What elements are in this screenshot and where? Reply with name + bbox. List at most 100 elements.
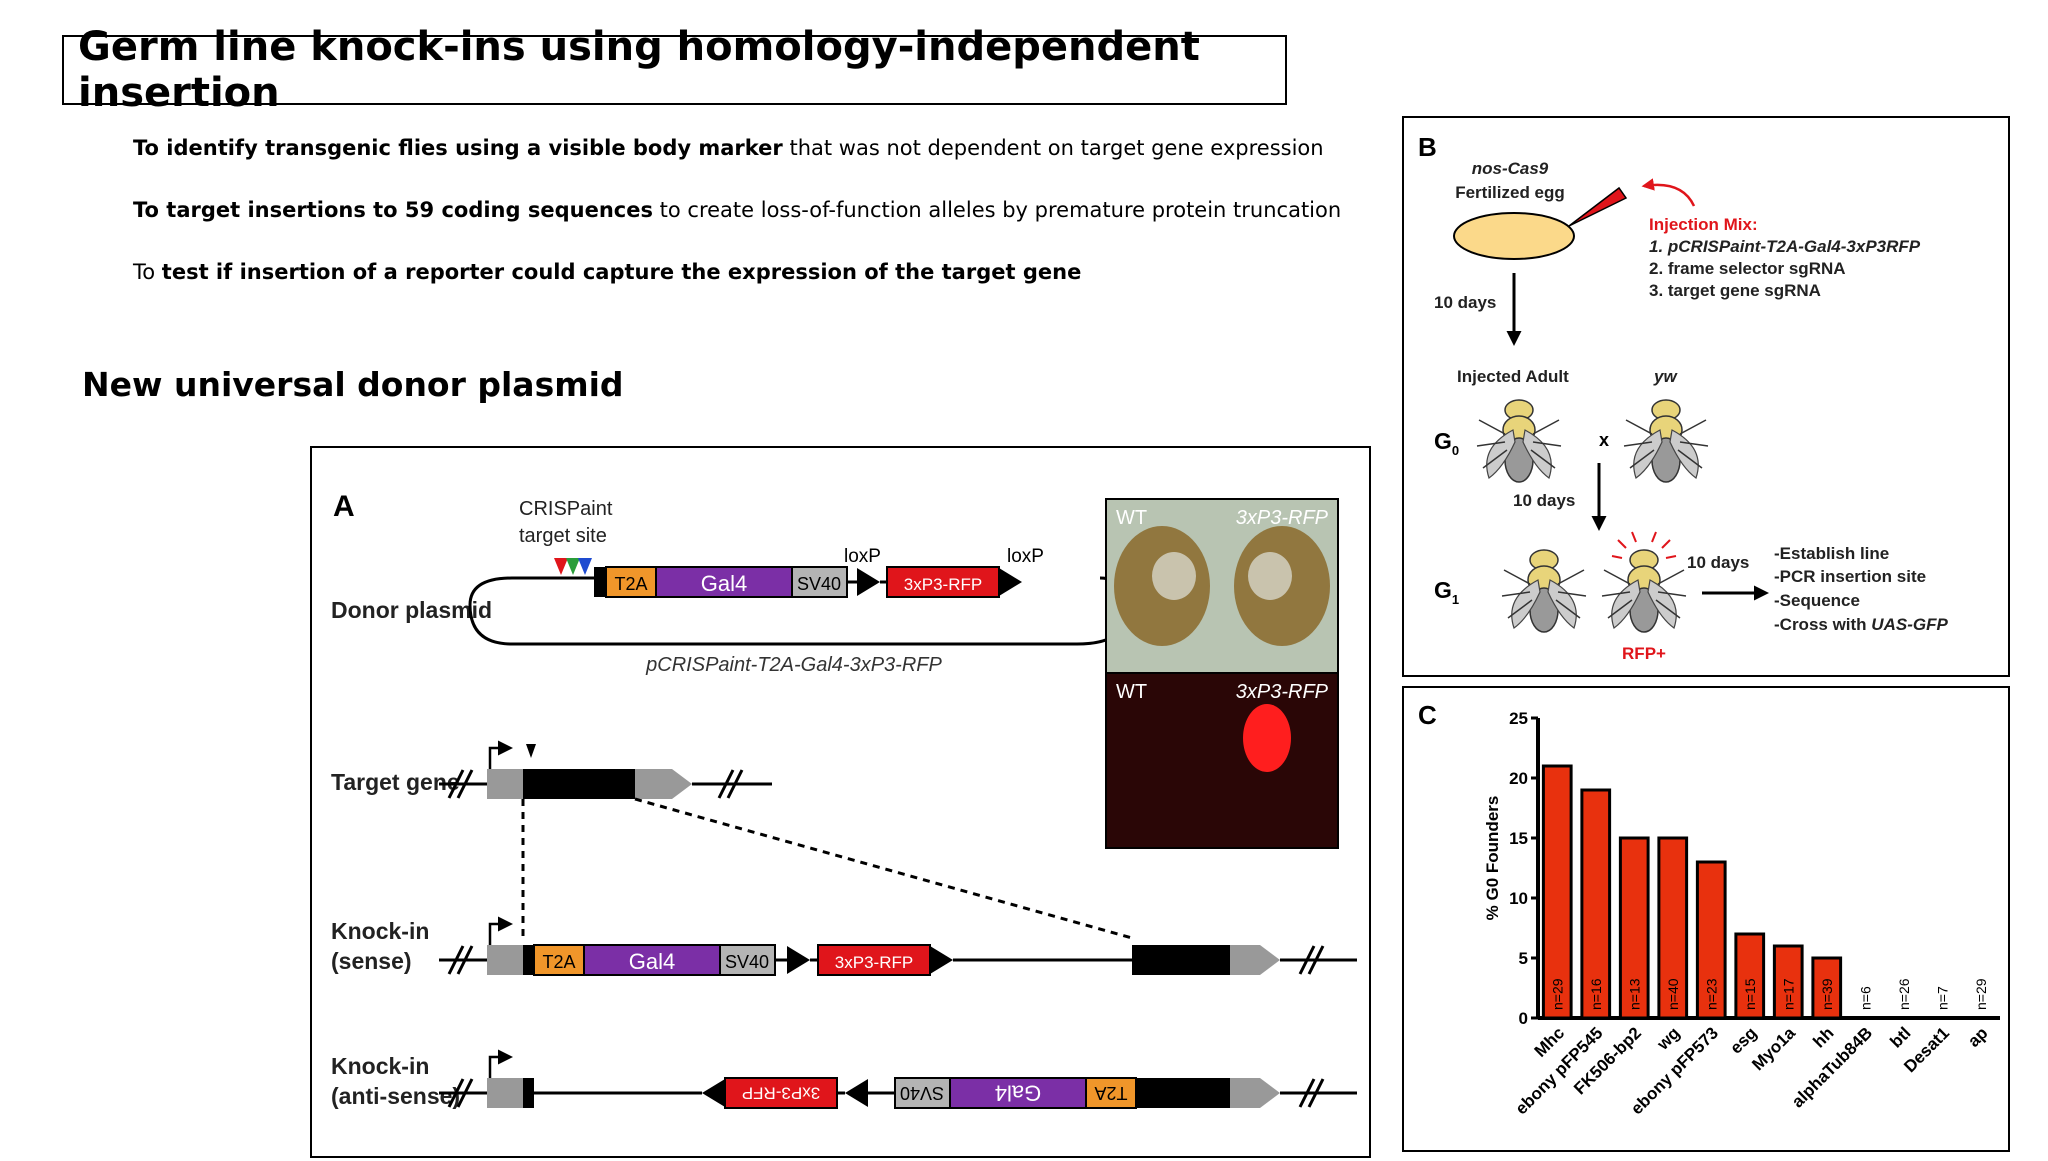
loxp-site-icon bbox=[930, 946, 953, 974]
insertion-guide bbox=[634, 797, 1133, 940]
cross-symbol: x bbox=[1599, 430, 1609, 450]
egg-label-1: nos-Cas9 bbox=[1472, 159, 1549, 178]
g0-founders-chart: C % G0 Founders 0510152025n=29Mhcn=16ebo… bbox=[1418, 700, 2000, 1118]
loxp-site-icon bbox=[999, 568, 1022, 596]
junction-block bbox=[594, 567, 605, 597]
section-heading: New universal donor plasmid bbox=[82, 365, 624, 404]
sv40-module bbox=[719, 944, 776, 976]
injection-arrow bbox=[1641, 178, 1696, 207]
loxp-site-icon bbox=[845, 1079, 868, 1107]
injection-mix-item-2: 2. frame selector sgRNA bbox=[1649, 259, 1846, 278]
t2a-label: T2A bbox=[614, 574, 647, 594]
y-axis-label: % G0 Founders bbox=[1483, 796, 1502, 921]
gal4-label: Gal4 bbox=[629, 949, 675, 974]
knockin-sense-label-1: Knock-in bbox=[331, 918, 429, 944]
injected-adult-label: Injected Adult bbox=[1457, 367, 1569, 386]
bar bbox=[1618, 836, 1650, 1020]
bar bbox=[1657, 836, 1689, 1020]
plasmid-name: pCRISPaint-T2A-Gal4-3xP3-RFP bbox=[645, 654, 942, 676]
target-site-blue-icon bbox=[578, 558, 592, 575]
panel-a-figure: A CRISPaint target site Donor plasmid T2… bbox=[331, 490, 1357, 1109]
fly-icon bbox=[1623, 399, 1709, 483]
rfp-label: 3xP3-RFP bbox=[742, 1084, 820, 1103]
category-label: btl bbox=[1886, 1023, 1914, 1051]
photo-fluorescence bbox=[1105, 672, 1339, 849]
y-tick-label: 25 bbox=[1509, 709, 1528, 728]
promoter-arrow-icon bbox=[488, 740, 513, 769]
promoter-arrow-icon bbox=[488, 916, 513, 945]
g1-label: G1 bbox=[1434, 577, 1459, 607]
loxp-label-2: loxP bbox=[1007, 546, 1044, 567]
rfp-label: 3xP3-RFP bbox=[835, 953, 913, 972]
photo-wt-label-2: WT bbox=[1116, 681, 1147, 703]
sv40-label: SV40 bbox=[797, 574, 841, 594]
gal4-label: Gal4 bbox=[995, 1081, 1041, 1106]
panel-a: A CRISPaint target site Donor plasmid T2… bbox=[310, 446, 1371, 1158]
panel-b-letter: B bbox=[1418, 132, 1437, 162]
panel-b-figure: B nos-Cas9 Fertilized egg Injection Mix:… bbox=[1418, 132, 1948, 663]
injection-mix-item-3: 3. target gene sgRNA bbox=[1649, 281, 1821, 300]
gal4-label: Gal4 bbox=[701, 571, 747, 596]
slide-title: Germ line knock-ins using homology-indep… bbox=[62, 24, 1287, 116]
fly-icon bbox=[1501, 549, 1587, 633]
rfp-glow-icon bbox=[1611, 531, 1677, 559]
loxp-site-icon bbox=[702, 1079, 725, 1107]
coding-exon bbox=[523, 769, 635, 799]
bar bbox=[1811, 956, 1843, 1020]
crispaint-label-1: CRISPaint bbox=[519, 498, 613, 520]
y-tick-label: 0 bbox=[1519, 1009, 1528, 1028]
outcome-4: -Cross with UAS-GFP bbox=[1774, 615, 1948, 634]
bullet-1: To identify transgenic flies using a vis… bbox=[133, 136, 1324, 160]
bar bbox=[1772, 944, 1804, 1020]
category-label: wg bbox=[1653, 1023, 1684, 1054]
bar bbox=[1734, 932, 1766, 1020]
injection-mix-title: Injection Mix: bbox=[1649, 215, 1758, 234]
knockin-antisense-label-1: Knock-in bbox=[331, 1053, 429, 1079]
panel-a-letter: A bbox=[333, 490, 355, 523]
n-label: n=7 bbox=[1934, 986, 1950, 1010]
bar bbox=[1695, 860, 1727, 1020]
loxp-site-icon bbox=[857, 568, 880, 596]
outcome-2: -PCR insertion site bbox=[1774, 567, 1926, 586]
sv40-label: SV40 bbox=[725, 952, 769, 972]
target-site-red-icon bbox=[554, 558, 568, 575]
promoter-arrow-icon bbox=[488, 1049, 513, 1078]
target-gene-label: Target gene bbox=[331, 769, 460, 795]
y-tick-label: 10 bbox=[1509, 889, 1528, 908]
y-tick-label: 15 bbox=[1509, 829, 1528, 848]
n-label: n=39 bbox=[1819, 978, 1835, 1010]
n-label: n=6 bbox=[1857, 986, 1873, 1010]
yw-label: yw bbox=[1653, 367, 1678, 386]
fertilized-egg bbox=[1453, 212, 1575, 260]
gal4-module bbox=[655, 566, 793, 598]
n-label: n=16 bbox=[1588, 978, 1604, 1010]
photo-rfp-label-1: 3xP3-RFP bbox=[1236, 507, 1329, 529]
sv40-label: SV40 bbox=[900, 1083, 944, 1103]
rfp-label: 3xP3-RFP bbox=[904, 575, 982, 594]
rfp-plus-label: RFP+ bbox=[1622, 644, 1666, 663]
rfp-module bbox=[886, 566, 1000, 598]
category-label: ap bbox=[1964, 1023, 1991, 1050]
crispaint-label-2: target site bbox=[519, 525, 607, 547]
rfp-eye-signal bbox=[1243, 704, 1291, 772]
panel-c-letter: C bbox=[1418, 700, 1437, 730]
knockin-sense-label-2: (sense) bbox=[331, 948, 412, 974]
sv40-module bbox=[791, 566, 848, 598]
n-label: n=40 bbox=[1665, 978, 1681, 1010]
fly-icon-rfp bbox=[1601, 549, 1687, 633]
utr-exon-3prime bbox=[635, 769, 692, 799]
g0-label: G0 bbox=[1434, 428, 1459, 458]
loxp-site-icon bbox=[787, 946, 810, 974]
n-label: n=29 bbox=[1973, 978, 1989, 1010]
t2a-label: T2A bbox=[1094, 1083, 1127, 1103]
gal4-module bbox=[949, 1077, 1087, 1109]
n-label: n=17 bbox=[1780, 978, 1796, 1010]
days-label-3: 10 days bbox=[1687, 553, 1749, 572]
outcome-1: -Establish line bbox=[1774, 544, 1889, 563]
bullet-3: To test if insertion of a reporter could… bbox=[133, 260, 1082, 284]
bullet-2: To target insertions to 59 coding sequen… bbox=[133, 198, 1342, 222]
photo-wt-label-1: WT bbox=[1116, 507, 1147, 529]
target-site-green-icon bbox=[566, 558, 580, 575]
loxp-label-1: loxP bbox=[844, 546, 881, 567]
